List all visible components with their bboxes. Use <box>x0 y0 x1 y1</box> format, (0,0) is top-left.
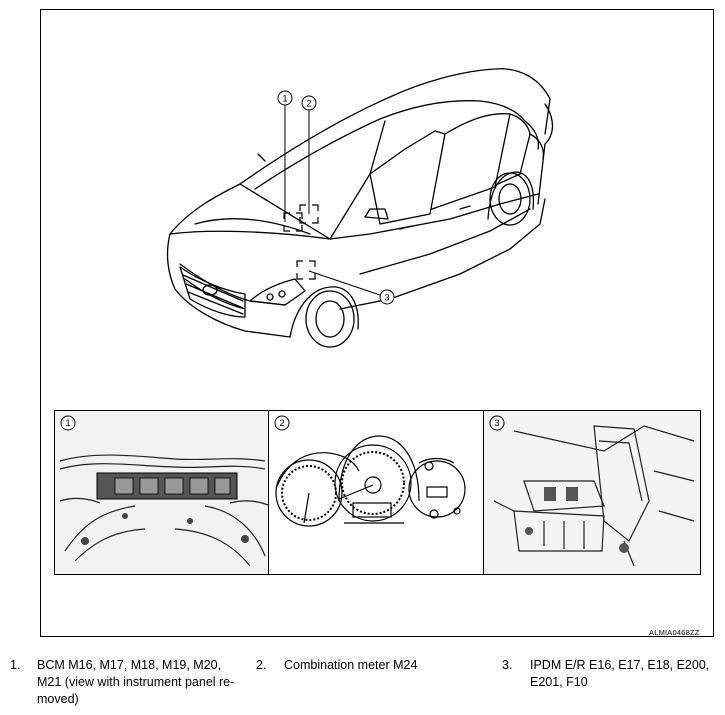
callout-1-label: 1 <box>282 94 287 104</box>
figure-reference: ALMIA0468ZZ <box>649 628 700 637</box>
legend-item-2-text: Combination meter M24 <box>284 658 418 672</box>
legend-item-3-number: 3. <box>502 658 513 672</box>
panel-ipdm-er: 3 <box>483 410 701 575</box>
legend-item-3-text: IPDM E/R E16, E17, E18, E200, E201, F10 <box>530 658 710 689</box>
callout-3-circle <box>379 289 395 305</box>
bcm-module-photo-icon <box>55 411 271 574</box>
panel-1-number: 1 <box>65 418 71 428</box>
ipdm-er-photo-icon <box>484 411 700 574</box>
panel-combination-meter: 2 <box>268 410 486 575</box>
legend-item-2-number: 2. <box>256 658 267 672</box>
panel-2-number: 2 <box>279 418 285 428</box>
callout-3-label: 3 <box>384 293 389 303</box>
figure-frame <box>40 9 714 637</box>
legend-item-1-number: 1. <box>10 658 21 672</box>
panel-3-number: 3 <box>494 418 500 428</box>
callout-1-circle <box>277 90 293 106</box>
callout-2-label: 2 <box>306 99 311 109</box>
car-illustration: 1 2 3 <box>166 68 554 348</box>
callout-2-circle <box>301 95 317 111</box>
combination-meter-photo-icon <box>269 411 485 574</box>
panel-bcm: 1 <box>54 410 272 575</box>
legend-item-1-text: BCM M16, M17, M18, M19, M20, M21 (view w… <box>37 658 235 706</box>
